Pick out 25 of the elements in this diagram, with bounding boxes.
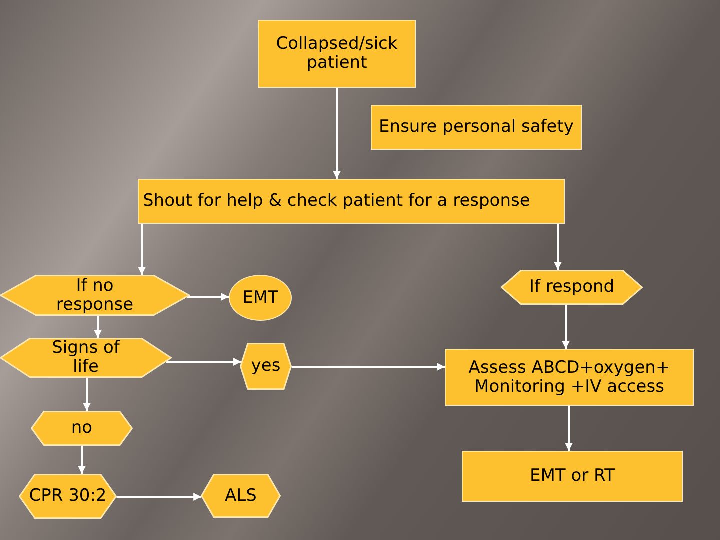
arrow xyxy=(292,363,445,371)
step-hexagon: no xyxy=(31,411,133,446)
step-hexagon: ALS xyxy=(201,474,281,518)
arrow xyxy=(94,316,102,338)
arrow xyxy=(116,493,202,501)
step-box: Ensure personal safety xyxy=(371,105,582,150)
step-hexagon: Signs of life xyxy=(0,338,172,378)
arrow xyxy=(83,378,91,411)
arrow xyxy=(78,446,86,474)
arrow xyxy=(554,224,562,270)
step-ellipse: EMT xyxy=(229,275,292,321)
step-hexagon: CPR 30:2 xyxy=(19,474,117,519)
arrow xyxy=(565,406,573,451)
step-box: EMT or RT xyxy=(462,451,683,502)
step-box: Collapsed/sick patient xyxy=(258,20,416,88)
arrow xyxy=(333,88,341,179)
step-hexagon: yes xyxy=(240,343,292,390)
step-box: Shout for help & check patient for a response xyxy=(138,179,565,224)
arrow xyxy=(138,224,146,275)
arrow xyxy=(187,293,230,301)
step-hexagon: If respond xyxy=(501,270,643,305)
step-hexagon: If no response xyxy=(0,275,190,316)
arrow xyxy=(562,305,570,349)
step-box: Assess ABCD+oxygen+ Monitoring +IV access xyxy=(445,349,694,406)
arrow xyxy=(166,358,242,366)
